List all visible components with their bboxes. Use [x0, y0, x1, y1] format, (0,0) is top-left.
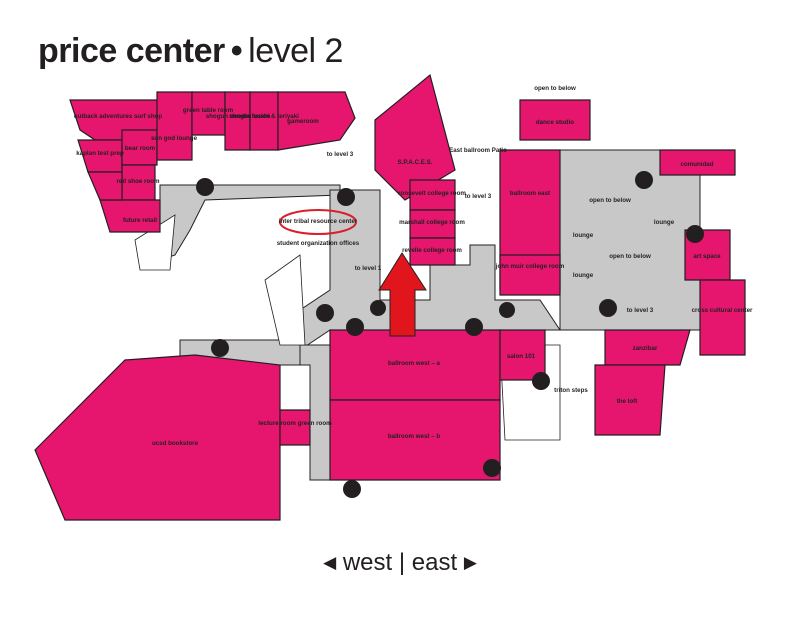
label-open-below-1: open to below	[534, 85, 576, 92]
label-kaplan: kaplan test prep	[76, 150, 124, 157]
room-bookstore	[34, 354, 281, 521]
room-cross-cultural	[699, 279, 746, 356]
label-outback: outback adventures surf shop	[74, 113, 163, 120]
label-ballroom-east: ballroom east	[510, 190, 550, 197]
label-student-org: student organization offices	[277, 240, 360, 247]
title-level: level 2	[248, 32, 343, 70]
map-icons	[196, 171, 704, 498]
room-john-muir	[499, 254, 561, 296]
label-shogun-sushi: shogun sushi & teriyaki	[229, 113, 299, 120]
label-red-shoe: red shoe room	[117, 178, 160, 185]
room-lecture	[279, 409, 311, 446]
label-ballroom-west-a: ballroom west – a	[388, 360, 440, 367]
label-the-loft: the loft	[617, 398, 638, 405]
title-main: price center	[38, 32, 225, 70]
label-sun-god: sun god lounge	[151, 135, 198, 142]
computer-icon	[599, 299, 617, 317]
room-bear	[121, 129, 158, 166]
label-revelle: revelle college room	[402, 247, 462, 254]
label-marshall: marshall college room	[399, 219, 465, 226]
label-dance-studio: dance studio	[536, 119, 574, 126]
label-salon: salon 101	[507, 353, 536, 360]
computer-icon	[211, 339, 229, 357]
label-future-retail: future retail	[123, 217, 157, 224]
rooms	[34, 73, 746, 521]
computer-icon	[465, 318, 483, 336]
label-to-level3-b: to level 3	[465, 193, 492, 200]
label-open-below-3: open to below	[609, 253, 651, 260]
room-the-loft	[594, 364, 666, 436]
label-to-level1: to level 1	[355, 265, 382, 272]
label-triton-steps: triton steps	[554, 387, 588, 394]
room-comunidad	[659, 149, 736, 176]
room-revelle	[409, 237, 456, 266]
label-bear: bear room	[125, 145, 156, 152]
label-ballroom-west-b: ballroom west – b	[388, 433, 440, 440]
water-icon	[499, 302, 515, 318]
page-title: price center•level 2	[38, 32, 343, 71]
label-art-space: art space	[693, 253, 721, 260]
computer-icon	[532, 372, 550, 390]
room-future-retail	[99, 199, 161, 233]
west-arrow-icon: ◀	[323, 552, 337, 572]
label-roosevelt: roosevelt college room	[398, 190, 466, 197]
title-separator: •	[230, 32, 243, 70]
room-sun-god	[156, 91, 193, 161]
room-labels: outback adventures surf shop kaplan test…	[74, 85, 753, 447]
label-open-below-2: open to below	[589, 197, 631, 204]
restroom-icon	[686, 225, 704, 243]
room-left-block	[87, 171, 123, 201]
direction-legend: ◀ west | east ▶	[0, 548, 800, 577]
computer-icon	[343, 480, 361, 498]
room-shogun-noodle	[224, 91, 251, 151]
label-to-level3-a: to level 3	[327, 151, 354, 158]
label-spaces: S.P.A.C.E.S.	[398, 159, 433, 166]
room-dance-studio	[519, 99, 591, 141]
label-east-patio: East ballroom Patio	[449, 147, 507, 154]
west-label: west	[342, 548, 393, 576]
divider: |	[398, 548, 406, 576]
label-inter-tribal: inter tribal resource center	[279, 218, 358, 225]
label-cross-cultural: cross cultural center	[692, 307, 753, 314]
computer-icon	[635, 171, 653, 189]
label-zanzibar: zanzibar	[633, 345, 658, 352]
water-icon	[370, 300, 386, 316]
label-comunidad: comunidad	[680, 161, 713, 168]
label-shogun-noodle: shogun noodle fusion	[206, 113, 271, 120]
highlight-circle	[279, 209, 357, 235]
restroom-icon	[483, 459, 501, 477]
computer-icon	[346, 318, 364, 336]
computer-icon	[316, 304, 334, 322]
room-shogun-sushi	[249, 91, 279, 151]
label-lounge-3: lounge	[573, 272, 594, 279]
label-to-level3-c: to level 3	[627, 307, 654, 314]
label-lounge-2: lounge	[573, 232, 594, 239]
label-green-table: green table room	[183, 107, 234, 114]
label-bookstore: ucsd bookstore	[152, 440, 199, 447]
restroom-icon	[196, 178, 214, 196]
restroom-icon	[337, 188, 355, 206]
label-lecture: lecture room green room	[258, 420, 332, 427]
label-gameroom: gameroom	[287, 118, 319, 125]
label-john-muir: john muir college room	[495, 263, 565, 270]
room-gameroom	[277, 91, 356, 151]
east-arrow-icon: ▶	[463, 552, 477, 572]
location-arrow	[378, 252, 427, 337]
room-ballroom-west-b	[329, 399, 501, 481]
label-lounge-1: lounge	[654, 219, 675, 226]
room-zanzibar	[604, 329, 691, 366]
east-label: east	[411, 548, 458, 576]
